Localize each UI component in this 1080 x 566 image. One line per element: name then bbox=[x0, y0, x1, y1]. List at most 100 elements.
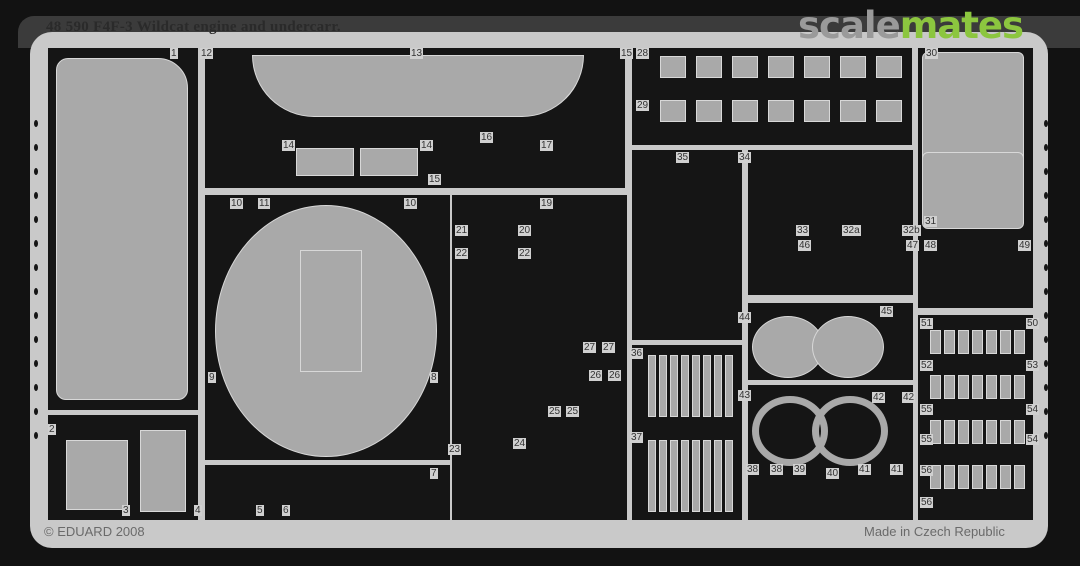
part-number-label: 10 bbox=[404, 198, 418, 209]
part-number-label: 41 bbox=[858, 464, 872, 475]
small-detail-part bbox=[1014, 420, 1025, 444]
door-panel-part bbox=[56, 58, 188, 400]
pedal-part bbox=[660, 56, 686, 78]
part-number-label: 17 bbox=[540, 140, 554, 151]
small-detail-part bbox=[986, 420, 997, 444]
fret-vent-hole bbox=[1044, 384, 1048, 391]
rod-part bbox=[714, 440, 722, 512]
part-number-label: 38 bbox=[746, 464, 760, 475]
part-number-label: 52 bbox=[920, 360, 934, 371]
part-number-label: 48 bbox=[924, 240, 938, 251]
rod-part bbox=[670, 440, 678, 512]
small-detail-part bbox=[930, 330, 941, 354]
small-detail-part bbox=[944, 420, 955, 444]
part-number-label: 32b bbox=[902, 225, 921, 236]
part-number-label: 6 bbox=[282, 505, 290, 516]
part-number-label: 33 bbox=[796, 225, 810, 236]
rod-part bbox=[648, 355, 656, 417]
part-number-label: 30 bbox=[925, 48, 939, 59]
fret-vent-hole bbox=[1044, 408, 1048, 415]
pedal-part bbox=[840, 56, 866, 78]
fret-vent-hole bbox=[34, 216, 38, 223]
part-number-label: 19 bbox=[540, 198, 554, 209]
rod-part bbox=[659, 355, 667, 417]
part-number-label: 2 bbox=[48, 424, 56, 435]
fret-vent-hole bbox=[1044, 144, 1048, 151]
part-number-label: 4 bbox=[194, 505, 202, 516]
part-number-label: 8 bbox=[430, 372, 438, 383]
small-detail-part bbox=[986, 465, 997, 489]
part-number-label: 3 bbox=[122, 505, 130, 516]
part-number-label: 1 bbox=[170, 48, 178, 59]
part-number-label: 47 bbox=[906, 240, 920, 251]
small-detail-part bbox=[1014, 330, 1025, 354]
small-detail-part bbox=[944, 465, 955, 489]
part-number-label: 22 bbox=[455, 248, 469, 259]
part-number-label: 27 bbox=[583, 342, 597, 353]
fret-vent-hole bbox=[1044, 168, 1048, 175]
part-number-label: 28 bbox=[636, 48, 650, 59]
part-number-label: 42 bbox=[872, 392, 886, 403]
fret-vent-hole bbox=[1044, 432, 1048, 439]
small-plate-part bbox=[296, 148, 354, 176]
part-number-label: 13 bbox=[410, 48, 424, 59]
small-detail-part bbox=[930, 465, 941, 489]
small-detail-part bbox=[958, 420, 969, 444]
small-detail-part bbox=[1014, 465, 1025, 489]
fret-vent-hole bbox=[34, 336, 38, 343]
part-number-label: 27 bbox=[602, 342, 616, 353]
fret-cutout-panel bbox=[632, 150, 742, 340]
part-number-label: 38 bbox=[770, 464, 784, 475]
part-number-label: 34 bbox=[738, 152, 752, 163]
scalemates-logo: scalemates bbox=[798, 4, 1024, 47]
part-number-label: 11 bbox=[258, 198, 271, 209]
pedal-part bbox=[732, 56, 758, 78]
small-bracket-part bbox=[66, 440, 128, 510]
part-number-label: 43 bbox=[738, 390, 752, 401]
rod-part bbox=[703, 440, 711, 512]
engine-center-part dark bbox=[300, 250, 362, 372]
round-plate-part bbox=[812, 316, 884, 378]
fret-cutout-panel bbox=[205, 465, 450, 520]
rod-part bbox=[648, 440, 656, 512]
fret-vent-hole bbox=[34, 264, 38, 271]
small-detail-part bbox=[958, 375, 969, 399]
part-number-label: 15 bbox=[428, 174, 442, 185]
pedal-part bbox=[804, 56, 830, 78]
small-detail-part bbox=[972, 420, 983, 444]
part-number-label: 21 bbox=[455, 225, 469, 236]
part-number-label: 31 bbox=[924, 216, 938, 227]
part-number-label: 40 bbox=[826, 468, 840, 479]
ring-part bbox=[812, 396, 888, 466]
pedal-part bbox=[768, 100, 794, 122]
small-detail-part bbox=[944, 375, 955, 399]
part-number-label: 42 bbox=[902, 392, 916, 403]
part-number-label: 20 bbox=[518, 225, 532, 236]
part-number-label: 55 bbox=[920, 404, 934, 415]
pedal-part bbox=[876, 56, 902, 78]
part-number-label: 7 bbox=[430, 468, 438, 479]
cowl-panel-part bbox=[922, 52, 1024, 164]
rod-part bbox=[703, 355, 711, 417]
part-number-label: 9 bbox=[208, 372, 216, 383]
fret-cutout-panel bbox=[748, 150, 913, 295]
part-number-label: 39 bbox=[793, 464, 807, 475]
pedal-part bbox=[696, 56, 722, 78]
pedal-part bbox=[768, 56, 794, 78]
small-detail-part bbox=[972, 465, 983, 489]
part-number-label: 49 bbox=[1018, 240, 1032, 251]
fret-vent-hole bbox=[34, 312, 38, 319]
small-detail-part bbox=[972, 330, 983, 354]
small-detail-part bbox=[930, 420, 941, 444]
small-detail-part bbox=[972, 375, 983, 399]
part-number-label: 10 bbox=[230, 198, 244, 209]
part-number-label: 46 bbox=[798, 240, 812, 251]
rod-part bbox=[670, 355, 678, 417]
rod-part bbox=[725, 355, 733, 417]
part-number-label: 51 bbox=[920, 318, 934, 329]
part-number-label: 12 bbox=[200, 48, 214, 59]
fret-vent-hole bbox=[34, 408, 38, 415]
part-number-label: 54 bbox=[1026, 404, 1040, 415]
fret-vent-hole bbox=[1044, 264, 1048, 271]
rod-part bbox=[681, 355, 689, 417]
